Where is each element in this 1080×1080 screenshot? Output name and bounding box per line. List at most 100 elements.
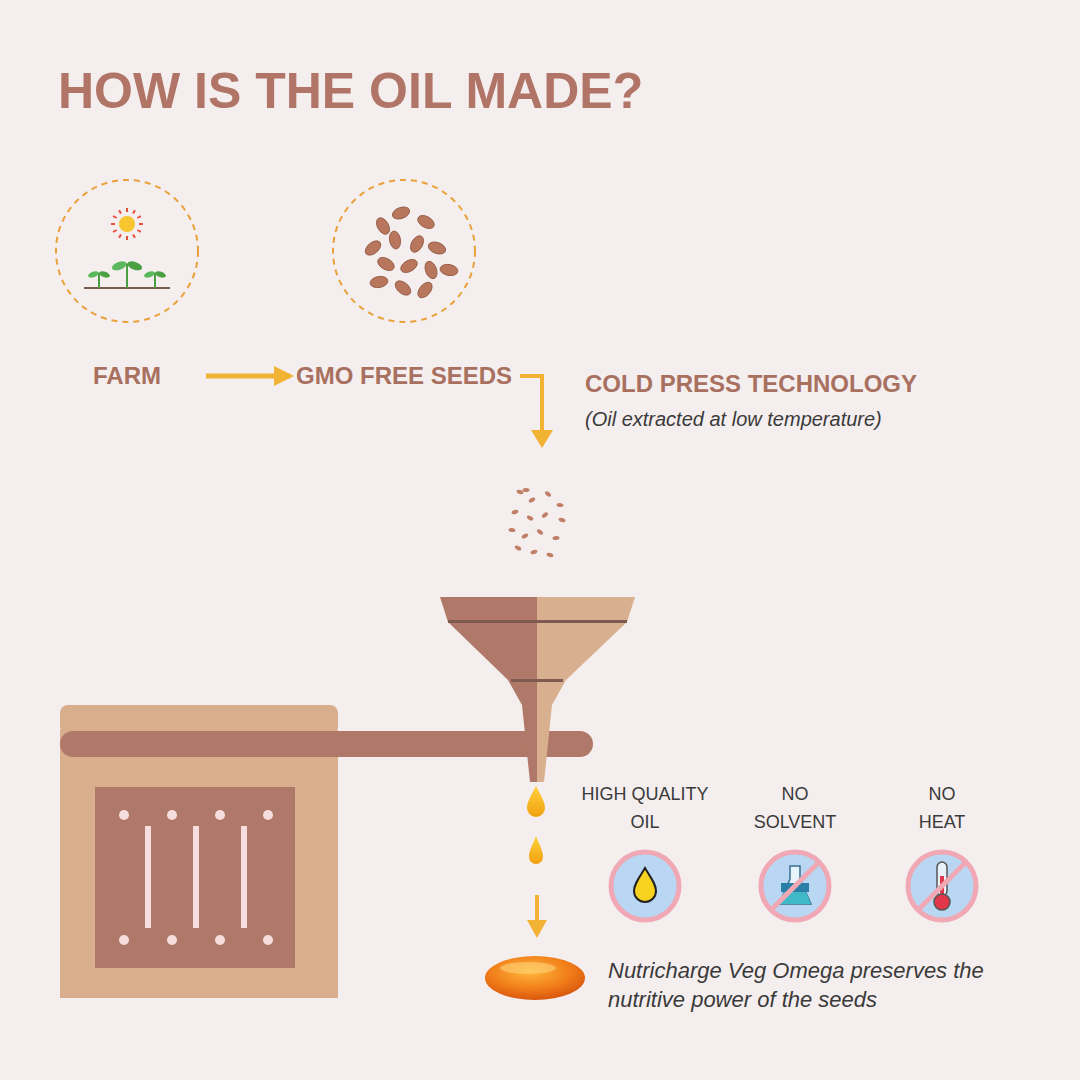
funnel-neck-left — [508, 680, 537, 705]
badge-circle — [611, 852, 679, 920]
leaf — [98, 270, 110, 279]
thermo-badge — [908, 852, 976, 920]
seed — [528, 497, 536, 504]
feature-icon — [605, 846, 685, 926]
title: HOW IS THE OIL MADE? — [58, 62, 643, 120]
press-machine — [60, 705, 593, 998]
leaf — [87, 270, 99, 279]
step-note: (Oil extracted at low temperature) — [585, 408, 882, 431]
feature-badge: HIGH QUALITY OIL — [570, 780, 720, 926]
badge-circle — [761, 852, 829, 920]
seed — [558, 517, 566, 523]
feature-badge: NO HEAT — [902, 780, 982, 926]
leaf — [126, 260, 143, 273]
falling-seeds — [508, 488, 566, 558]
seed — [439, 263, 459, 277]
funnel-spout-left — [522, 705, 537, 782]
seed — [546, 552, 554, 558]
seed — [374, 215, 393, 236]
seeds-icon — [363, 205, 459, 301]
funnel-spout-right — [537, 705, 552, 782]
seed — [398, 257, 419, 276]
sun — [119, 216, 135, 232]
funnel-rim-left — [440, 597, 537, 622]
sun-ray — [113, 216, 116, 218]
leaf — [111, 260, 128, 273]
funnel-rim-right — [537, 597, 635, 622]
seed — [514, 545, 522, 552]
seed — [363, 238, 384, 258]
feature-label: NO HEAT — [907, 780, 977, 836]
step-heading: COLD PRESS TECHNOLOGY — [585, 370, 917, 398]
funnel-line — [511, 679, 563, 682]
seed — [415, 280, 435, 301]
rivet — [215, 810, 225, 820]
thermo-bulb — [934, 894, 950, 910]
feature-icon — [902, 846, 982, 926]
prohibit-slash — [771, 862, 819, 910]
seed — [552, 535, 560, 540]
machine-top — [60, 705, 338, 735]
seed — [369, 275, 389, 289]
panel-slot — [145, 826, 151, 928]
seed — [408, 233, 427, 254]
dashed-circle — [331, 178, 477, 324]
process-arrow — [520, 376, 553, 448]
funnel-line — [448, 620, 627, 623]
leaf — [154, 270, 166, 279]
machine-panel — [95, 787, 295, 968]
seed — [541, 511, 549, 519]
rivet — [167, 935, 177, 945]
seed — [423, 260, 439, 281]
panel-marks — [119, 810, 273, 945]
sun-ray — [126, 208, 128, 212]
rivet — [263, 935, 273, 945]
rivet — [263, 810, 273, 820]
step-label: GMO FREE SEEDS — [296, 362, 512, 390]
oil-drop — [527, 786, 545, 817]
arrow-line — [520, 376, 542, 432]
seed — [391, 205, 412, 221]
sun-ray — [137, 216, 140, 218]
stem — [154, 273, 156, 288]
machine-body — [60, 730, 338, 998]
feature-label: HIGH QUALITY OIL — [570, 780, 720, 836]
step-circle: GMO FREE SEEDS — [296, 178, 512, 390]
seed — [536, 528, 544, 536]
feature-label: NO SOLVENT — [745, 780, 845, 836]
leaf — [143, 270, 155, 279]
seed — [393, 278, 414, 298]
stem — [126, 264, 128, 288]
seed — [511, 509, 519, 515]
rivet — [215, 935, 225, 945]
funnel-cone-left — [448, 622, 537, 680]
caption-note: Nutricharge Veg Omega preserves the nutr… — [608, 956, 988, 1014]
sun-ray — [119, 210, 121, 213]
step-circle: FARM — [54, 178, 200, 390]
panel-slot — [241, 826, 247, 928]
capsule-shine — [500, 962, 556, 974]
feature-icon — [755, 846, 835, 926]
funnel — [440, 597, 635, 782]
arrow-head — [527, 920, 547, 938]
arrow-line — [535, 895, 539, 922]
press-bar — [60, 731, 593, 757]
sun-ray — [133, 210, 135, 213]
seed — [508, 527, 516, 532]
seed — [415, 213, 436, 232]
flask-badge — [761, 852, 829, 920]
feature-badge: NO SOLVENT — [745, 780, 845, 926]
softgel-capsule — [485, 956, 585, 1000]
sun-ray — [113, 230, 116, 232]
panel-slot — [193, 826, 199, 928]
funnel-cone-right — [537, 622, 627, 680]
seed — [530, 549, 538, 555]
sun-ray — [119, 234, 121, 237]
prohibit-slash — [918, 862, 966, 910]
seed — [556, 502, 564, 507]
sun-ray — [139, 223, 143, 225]
oil-drop — [529, 836, 543, 864]
rivet — [119, 935, 129, 945]
